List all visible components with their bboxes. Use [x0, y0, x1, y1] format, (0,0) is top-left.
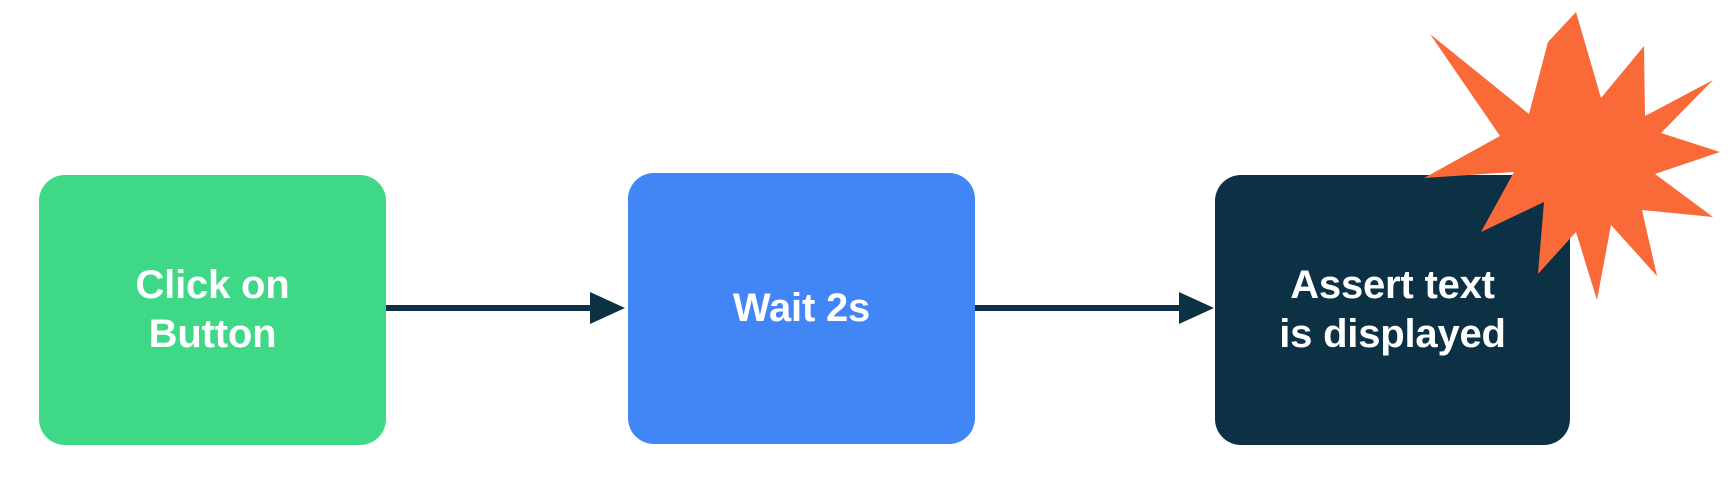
arrowhead-icon	[1179, 292, 1214, 324]
connector-wait-to-assert	[972, 292, 1214, 324]
connector-click-to-wait	[384, 292, 625, 324]
flow-node-label: Assert text is displayed	[1279, 263, 1506, 356]
flow-node-label: Click on Button	[135, 263, 290, 356]
flow-node-assert-text-is-displayed[interactable]: Assert text is displayed	[1215, 175, 1570, 445]
flow-node-wait-2s[interactable]: Wait 2s	[628, 173, 975, 444]
flow-node-label: Wait 2s	[732, 286, 871, 331]
flow-node-click-on-button[interactable]: Click on Button	[39, 175, 386, 445]
arrowhead-icon	[590, 292, 625, 324]
